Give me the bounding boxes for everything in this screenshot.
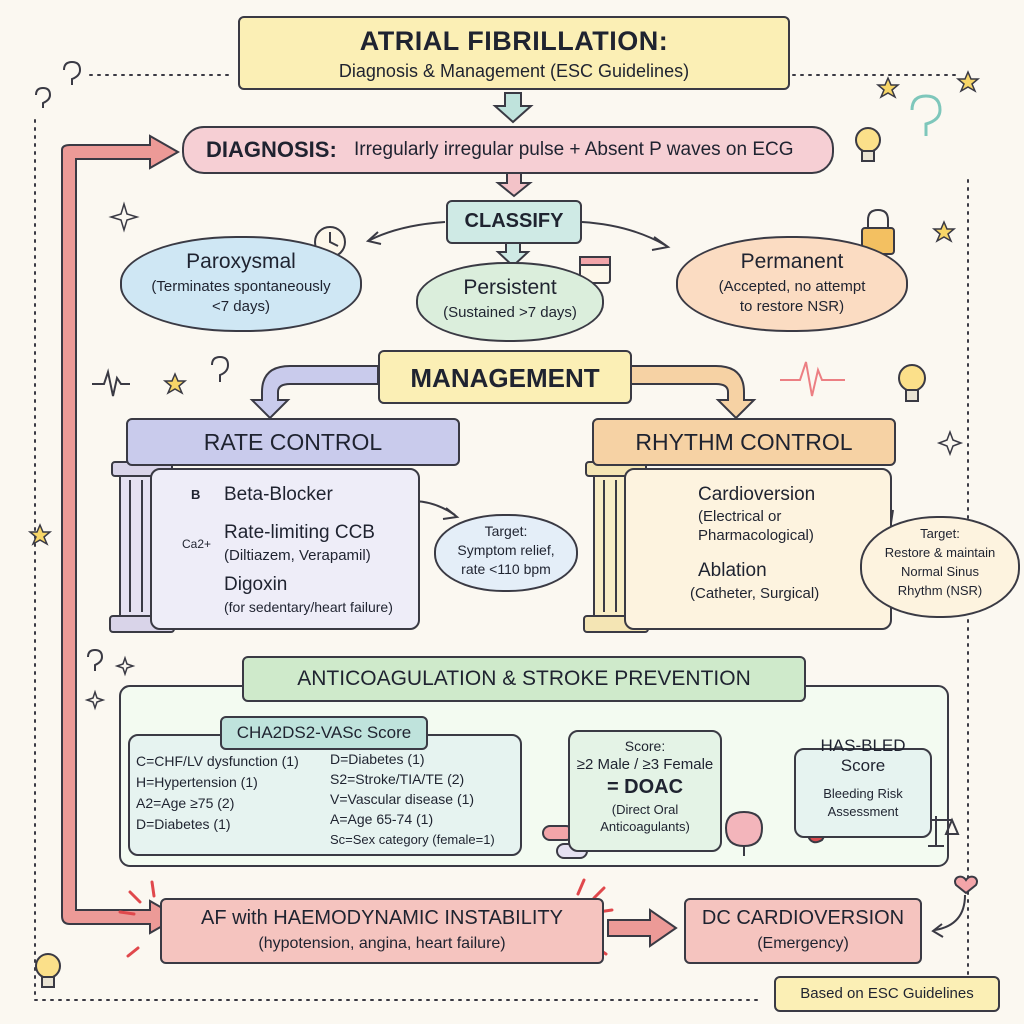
dc-cardioversion-banner: DC CARDIOVERSION (Emergency) [684, 898, 922, 964]
rate-control-label: RATE CONTROL [203, 429, 383, 455]
beta-blocker-title: Beta-Blocker [224, 484, 333, 505]
rate-control-panel [150, 468, 420, 630]
chads-right-item: V=Vascular disease (1) [330, 791, 475, 807]
rhythm-control-banner: RHYTHM CONTROL [592, 418, 896, 466]
diagnosis-banner: DIAGNOSIS: Irregularly irregular pulse +… [182, 126, 834, 174]
hasbled-title2: Score [840, 756, 886, 775]
permanent-cloud: Permanent (Accepted, no attempt to resto… [676, 236, 908, 332]
classify-banner: CLASSIFY [446, 200, 582, 244]
cardioversion-title: Cardioversion [698, 484, 816, 505]
instability-banner: AF with HAEMODYNAMIC INSTABILITY (hypote… [160, 898, 604, 964]
page-title: ATRIAL FIBRILLATION: [359, 26, 669, 56]
rhythm-control-panel [624, 468, 892, 630]
rhythm-target-line3: Rhythm (NSR) [897, 583, 983, 598]
digoxin-sub: (for sedentary/heart failure) [224, 599, 393, 615]
ccb-sub: (Diltiazem, Verapamil) [224, 547, 371, 564]
doac-line5: Anticoagulants) [600, 819, 690, 834]
rate-target-line2: rate <110 bpm [461, 561, 551, 577]
rhythm-target-label: Target: [920, 526, 960, 541]
rhythm-target-line1: Restore & maintain [884, 545, 996, 560]
rate-target-label: Target: [484, 523, 528, 539]
digoxin-title: Digoxin [224, 574, 288, 595]
footer-text: Based on ESC Guidelines [800, 985, 974, 1002]
cardioversion-sub1: (Electrical or [698, 508, 782, 525]
chads-left-item: D=Diabetes (1) [136, 816, 231, 832]
cardioversion-sub2: Pharmacological) [698, 527, 814, 544]
chads-right-item: Sc=Sex category (female=1) [330, 832, 495, 847]
ablation-sub1: (Catheter, Surgical) [690, 585, 820, 602]
rhythm-target-line2: Normal Sinus [900, 564, 980, 579]
chads-left-item: H=Hypertension (1) [136, 774, 258, 790]
management-label: MANAGEMENT [410, 363, 600, 393]
ablation-title: Ablation [698, 560, 767, 581]
doac-line3: = DOAC [606, 776, 684, 798]
chads-right-item: S2=Stroke/TIA/TE (2) [330, 771, 465, 787]
instability-sub: (hypotension, angina, heart failure) [258, 935, 506, 952]
paroxysmal-cloud: Paroxysmal (Terminates spontaneously <7 … [120, 236, 362, 332]
doac-box: Score: ≥2 Male / ≥3 Female = DOAC (Direc… [568, 730, 722, 852]
chads-vasc-title: CHA2DS2-VASc Score [236, 723, 412, 742]
permanent-line2: to restore NSR) [739, 298, 845, 315]
page-subtitle: Diagnosis & Management (ESC Guidelines) [338, 61, 690, 81]
chads-left-item: C=CHF/LV dysfunction (1) [136, 753, 299, 769]
paroxysmal-title: Paroxysmal [186, 250, 296, 273]
rhythm-control-label: RHYTHM CONTROL [635, 429, 853, 455]
rate-target-line1: Symptom relief, [457, 542, 555, 558]
classify-label: CLASSIFY [464, 210, 564, 232]
hasbled-box: HAS-BLED Score Bleeding Risk Assessment [794, 736, 932, 838]
calcium-icon-text: Ca2+ [182, 537, 212, 551]
paroxysmal-line1: (Terminates spontaneously [151, 278, 331, 295]
anticoag-label: ANTICOAGULATION & STROKE PREVENTION [297, 667, 751, 690]
beta-blocker-icon-letter: B [191, 487, 201, 502]
persistent-line1: (Sustained >7 days) [443, 304, 577, 321]
rhythm-target-cloud: Target: Restore & maintain Normal Sinus … [860, 516, 1020, 618]
dc-cardioversion-sub: (Emergency) [757, 935, 849, 952]
diagnosis-text: Irregularly irregular pulse + Absent P w… [354, 139, 794, 160]
instability-title: AF with HAEMODYNAMIC INSTABILITY [201, 907, 563, 929]
persistent-cloud: Persistent (Sustained >7 days) [416, 262, 604, 342]
doac-line2: ≥2 Male / ≥3 Female [576, 756, 714, 773]
hasbled-line2: Assessment [827, 804, 899, 819]
chads-right-item: D=Diabetes (1) [330, 751, 425, 767]
ccb-title: Rate-limiting CCB [224, 522, 375, 543]
anticoag-banner: ANTICOAGULATION & STROKE PREVENTION [242, 656, 806, 702]
paroxysmal-line2: <7 days) [212, 298, 270, 315]
hasbled-line1: Bleeding Risk [823, 786, 903, 801]
rate-control-banner: RATE CONTROL [126, 418, 460, 466]
chads-vasc-box [128, 734, 522, 856]
diagnosis-label: DIAGNOSIS: [206, 137, 337, 162]
permanent-line1: (Accepted, no attempt [718, 278, 866, 295]
chads-left-item: A2=Age ≥75 (2) [136, 795, 235, 811]
chads-vasc-title-box: CHA2DS2-VASc Score [220, 716, 428, 750]
management-banner: MANAGEMENT [378, 350, 632, 404]
persistent-title: Persistent [463, 276, 557, 299]
title-banner: ATRIAL FIBRILLATION: Diagnosis & Managem… [238, 16, 790, 90]
rate-target-cloud: Target: Symptom relief, rate <110 bpm [434, 514, 578, 592]
doac-line1: Score: [624, 738, 666, 754]
dc-cardioversion-title: DC CARDIOVERSION [701, 907, 905, 929]
hasbled-title1: HAS-BLED [820, 736, 906, 755]
permanent-title: Permanent [740, 250, 844, 273]
footer-banner: Based on ESC Guidelines [774, 976, 1000, 1012]
chads-right-item: A=Age 65-74 (1) [330, 811, 434, 827]
doac-line4: (Direct Oral [611, 802, 679, 817]
